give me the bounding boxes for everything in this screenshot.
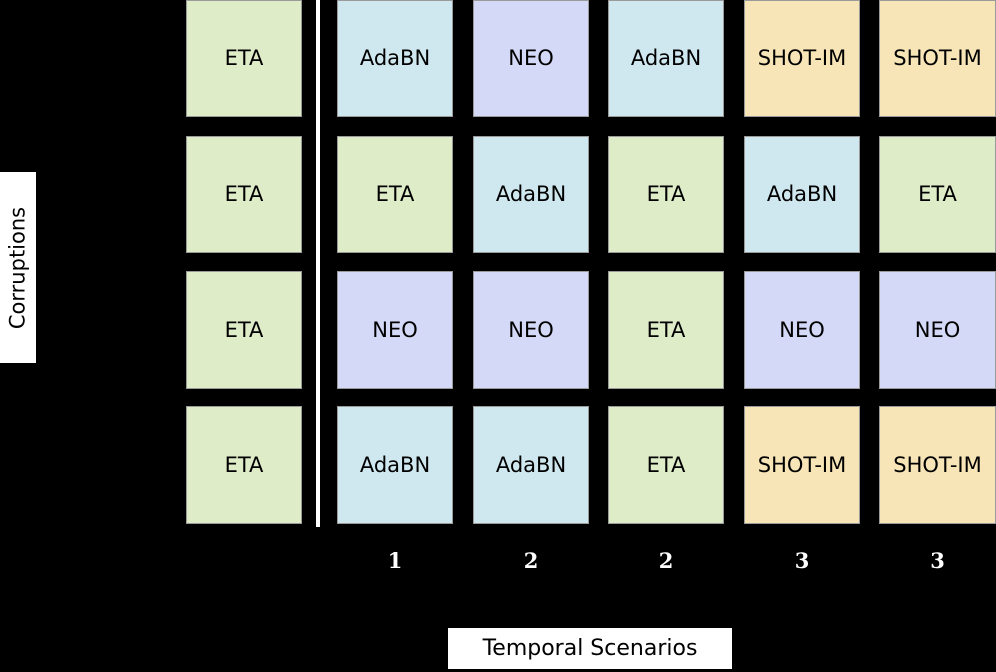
x-tick-1: 2: [523, 548, 539, 573]
x-tick-4: 3: [930, 548, 945, 573]
heatmap-cell-r1-c1: AdaBN: [473, 136, 589, 253]
heatmap-cell-r2-c0: NEO: [337, 271, 453, 389]
heatmap-cell-r3-c1: AdaBN: [473, 406, 589, 524]
cell-label: SHOT-IM: [893, 452, 982, 477]
cell-label: NEO: [508, 46, 554, 70]
heatmap-cell-r1-c4: ETA: [879, 136, 996, 253]
heatmap-cell-r0-c4: SHOT-IM: [879, 0, 996, 117]
y-axis-label-text: Corruptions: [5, 206, 30, 329]
heatmap-cell-r1-c0: ETA: [337, 136, 453, 253]
cell-label: ETA: [646, 452, 686, 477]
reference-cell-r3: ETA: [186, 406, 302, 524]
heatmap-cell-r0-c0: AdaBN: [337, 0, 453, 117]
heatmap-cell-r3-c0: AdaBN: [337, 406, 453, 524]
heatmap-cell-r0-c2: AdaBN: [608, 0, 724, 117]
reference-cell-r0: ETA: [186, 0, 302, 117]
heatmap-cell-r3-c4: SHOT-IM: [879, 406, 996, 524]
x-tick-2: 2: [658, 548, 674, 573]
heatmap-cell-r1-c3: AdaBN: [744, 136, 860, 253]
heatmap-cell-r2-c2: ETA: [608, 271, 724, 389]
heatmap-cell-r3-c2: ETA: [608, 406, 724, 524]
cell-label: SHOT-IM: [757, 452, 847, 477]
heatmap-cell-r2-c3: NEO: [744, 271, 860, 389]
x-axis-label: Temporal Scenarios: [448, 628, 732, 669]
heatmap-cell-r1-c2: ETA: [608, 136, 724, 253]
cell-label: ETA: [918, 182, 957, 206]
cell-label: AdaBN: [630, 46, 702, 70]
heatmap-cell-r0-c1: NEO: [473, 0, 589, 117]
reference-cell-r2: ETA: [186, 271, 302, 389]
cell-label: SHOT-IM: [757, 46, 847, 70]
cell-label: ETA: [646, 182, 686, 206]
cell-label: ETA: [224, 452, 264, 477]
cell-label: SHOT-IM: [893, 46, 982, 70]
cell-label: ETA: [375, 182, 415, 206]
cell-label: AdaBN: [359, 452, 431, 477]
reference-column-divider: [316, 0, 320, 527]
x-tick-3: 3: [794, 548, 810, 573]
x-tick-0: 1: [387, 548, 403, 573]
y-axis-label: Corruptions: [0, 172, 36, 363]
cell-label: ETA: [224, 46, 264, 70]
cell-label: AdaBN: [495, 182, 567, 206]
cell-label: ETA: [646, 317, 686, 342]
heatmap-cell-r3-c3: SHOT-IM: [744, 406, 860, 524]
reference-cell-r1: ETA: [186, 136, 302, 253]
cell-label: ETA: [224, 182, 264, 206]
cell-label: AdaBN: [495, 452, 567, 477]
cell-label: AdaBN: [766, 182, 838, 206]
heatmap-cell-r2-c4: NEO: [879, 271, 996, 389]
cell-label: NEO: [508, 317, 554, 342]
heatmap-cell-r0-c3: SHOT-IM: [744, 0, 860, 117]
cell-label: NEO: [372, 317, 418, 342]
cell-label: ETA: [224, 317, 264, 342]
x-axis-label-text: Temporal Scenarios: [482, 635, 698, 661]
cell-label: AdaBN: [359, 46, 431, 70]
cell-label: NEO: [779, 317, 825, 342]
cell-label: NEO: [914, 317, 961, 342]
heatmap-cell-r2-c1: NEO: [473, 271, 589, 389]
